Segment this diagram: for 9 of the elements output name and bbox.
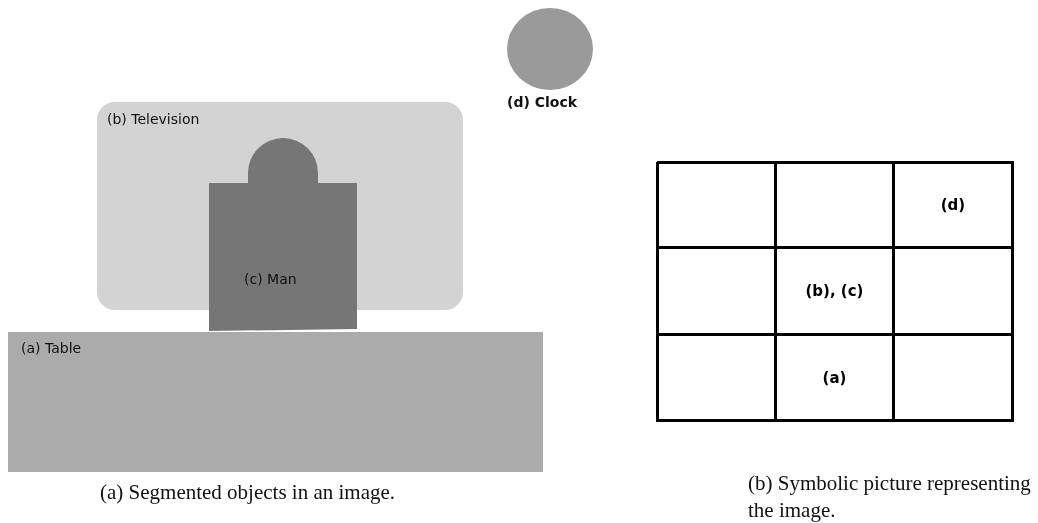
cell-label: (d) <box>940 196 966 214</box>
figure-caption: (a) Segmented objects in an image. <box>100 480 397 505</box>
object-label: (c) Man <box>244 271 297 287</box>
cell-label: (b), (c) <box>805 282 864 300</box>
object-label: (a) Table <box>21 340 82 356</box>
object-label: (d) Clock <box>507 94 577 110</box>
figure-caption: (b) Symbolic picture representing the image. <box>748 470 1032 523</box>
cell-label: (a) <box>822 368 847 387</box>
object-label: (b) Television <box>107 111 200 127</box>
